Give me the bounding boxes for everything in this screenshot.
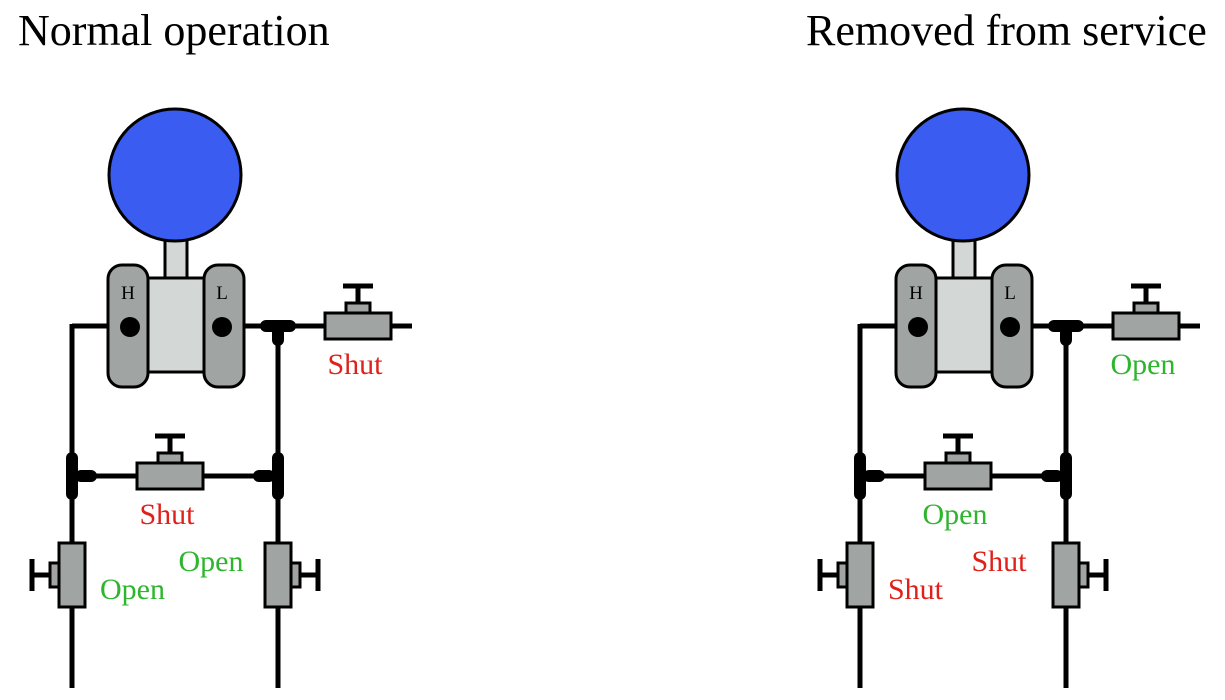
high-tee-branch [75, 470, 97, 482]
equalizing-valve-body [135, 461, 205, 491]
high-tee-fitting-lower [66, 452, 78, 500]
vent-valve-bonnet [1132, 301, 1160, 315]
panel-title: Normal operation [18, 6, 330, 55]
equalizing-valve-body [923, 461, 993, 491]
high-block-valve-state-label: Shut [888, 573, 944, 606]
low-pressure-port [1000, 317, 1020, 337]
high-block-valve-bonnet [836, 561, 849, 589]
vent-valve-state-label: Shut [327, 348, 383, 381]
low-port-label: L [216, 283, 228, 304]
transmitter-gauge-head [895, 107, 1031, 243]
high-block-valve-state-label: Open [100, 573, 165, 606]
low-tee-stem [272, 326, 284, 346]
low-block-valve-state-label: Open [179, 545, 244, 578]
transmitter-center-body [931, 276, 997, 374]
low-block-valve-bonnet [289, 561, 302, 589]
high-block-valve-bonnet [48, 561, 61, 589]
low-tee-fitting-lower [272, 452, 284, 500]
high-pressure-port [908, 317, 928, 337]
low-block-valve-body [1051, 541, 1081, 609]
low-tee-stem [1060, 326, 1072, 346]
high-pressure-port [120, 317, 140, 337]
transmitter-center-body [143, 276, 209, 374]
vent-valve-bonnet [344, 301, 372, 315]
high-port-label: H [121, 283, 135, 304]
equalizing-valve-state-label: Shut [139, 498, 195, 531]
low-tee-branch [1041, 470, 1063, 482]
high-port-label: H [909, 283, 923, 304]
low-block-valve-state-label: Shut [971, 545, 1027, 578]
panel-title: Removed from service [806, 6, 1207, 55]
equalizing-valve-bonnet [156, 451, 184, 465]
equalizing-valve-bonnet [944, 451, 972, 465]
high-block-valve-body [57, 541, 87, 609]
equalizing-valve-state-label: Open [923, 498, 988, 531]
high-block-valve-body [845, 541, 875, 609]
low-pressure-port [212, 317, 232, 337]
high-tee-fitting-lower [854, 452, 866, 500]
low-tee-fitting-lower [1060, 452, 1072, 500]
vent-valve-body [1111, 311, 1181, 341]
low-tee-branch [253, 470, 275, 482]
low-port-label: L [1004, 283, 1016, 304]
transmitter-neck [163, 238, 189, 282]
high-tee-branch [863, 470, 885, 482]
transmitter-neck [951, 238, 977, 282]
vent-valve-state-label: Open [1111, 348, 1176, 381]
vent-valve-body [323, 311, 393, 341]
transmitter-gauge-head [107, 107, 243, 243]
low-block-valve-body [263, 541, 293, 609]
low-block-valve-bonnet [1077, 561, 1090, 589]
